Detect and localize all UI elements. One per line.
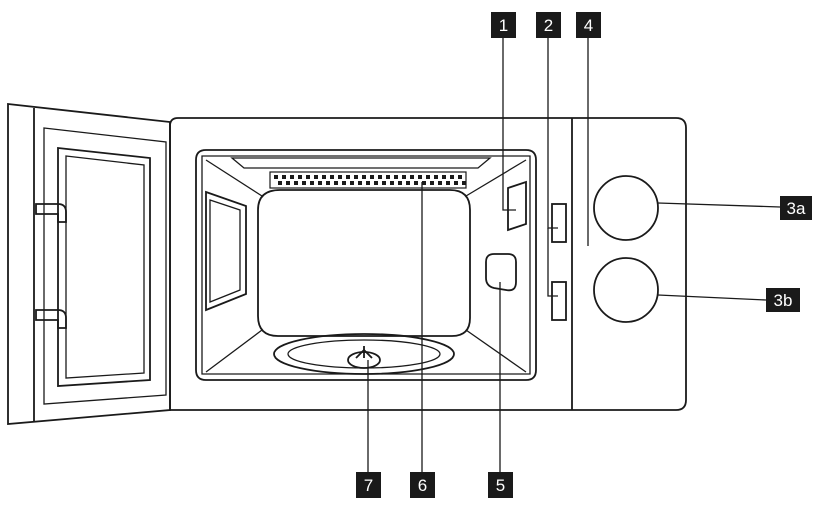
door-latch-lower: [35, 309, 67, 329]
grille-hole: [278, 181, 282, 185]
callout-4: 4: [576, 12, 601, 38]
svg-text:1: 1: [499, 16, 508, 35]
grille-hole: [322, 175, 326, 179]
callout-3a: 3a: [780, 196, 812, 220]
grille-hole: [398, 181, 402, 185]
grille-hole: [326, 181, 330, 185]
door: [7, 102, 171, 425]
power-knob[interactable]: [593, 175, 659, 241]
grille-hole: [446, 181, 450, 185]
grille-hole: [310, 181, 314, 185]
door-latch-upper: [35, 203, 67, 223]
safety-interlock-slot-lower: [551, 281, 567, 321]
grille-hole: [354, 175, 358, 179]
svg-text:3b: 3b: [774, 291, 793, 310]
safety-lock-opening: [507, 180, 527, 232]
grille-hole: [414, 181, 418, 185]
grille-hole: [378, 175, 382, 179]
observation-opening: [485, 253, 517, 292]
grille-hole: [294, 181, 298, 185]
grille-hole: [430, 181, 434, 185]
svg-text:7: 7: [364, 476, 373, 495]
grille-hole: [314, 175, 318, 179]
callout-5: 5: [488, 472, 513, 498]
grille-hole: [402, 175, 406, 179]
grille-hole: [358, 181, 362, 185]
grille-hole: [306, 175, 310, 179]
grille-hole: [386, 175, 390, 179]
turntable-shaft: [347, 346, 381, 369]
callout-3b: 3b: [766, 288, 800, 312]
grille-hole: [458, 175, 462, 179]
grille-hole: [282, 175, 286, 179]
grille-hole: [390, 181, 394, 185]
grille-hole: [406, 181, 410, 185]
svg-text:4: 4: [584, 16, 593, 35]
grille-hole: [438, 181, 442, 185]
grille-hole: [286, 181, 290, 185]
grille-hole: [454, 181, 458, 185]
svg-text:6: 6: [418, 476, 427, 495]
callout-2: 2: [536, 12, 561, 38]
grille-hole: [442, 175, 446, 179]
oven-cavity: [195, 149, 537, 381]
grille-hole: [450, 175, 454, 179]
callout-7: 7: [356, 472, 381, 498]
callout-1: 1: [491, 12, 516, 38]
grille-hole: [338, 175, 342, 179]
grille-hole: [382, 181, 386, 185]
grille-hole: [350, 181, 354, 185]
grille-hole: [410, 175, 414, 179]
svg-text:2: 2: [544, 16, 553, 35]
grille-hole: [302, 181, 306, 185]
callout-6: 6: [410, 472, 435, 498]
grille-hole: [342, 181, 346, 185]
grille-hole: [422, 181, 426, 185]
grille-hole: [274, 175, 278, 179]
grille-hole: [434, 175, 438, 179]
grille-hole: [366, 181, 370, 185]
grille-hole: [362, 175, 366, 179]
grille-hole: [330, 175, 334, 179]
grille-hole: [298, 175, 302, 179]
grille-hole: [418, 175, 422, 179]
grille-hole: [462, 181, 466, 185]
safety-interlock-slot-upper: [551, 203, 567, 243]
microwave-body: [169, 117, 687, 411]
grille-hole: [346, 175, 350, 179]
grille-hole: [290, 175, 294, 179]
grille-hole: [318, 181, 322, 185]
grille-hole: [394, 175, 398, 179]
grille-hole: [370, 175, 374, 179]
grille-hole: [334, 181, 338, 185]
waveguide-grille: [269, 171, 467, 189]
svg-text:5: 5: [496, 476, 505, 495]
leader-lines: [367, 38, 781, 478]
grille-hole: [374, 181, 378, 185]
grille-hole: [426, 175, 430, 179]
timer-knob[interactable]: [593, 257, 659, 323]
svg-text:3a: 3a: [787, 199, 806, 218]
